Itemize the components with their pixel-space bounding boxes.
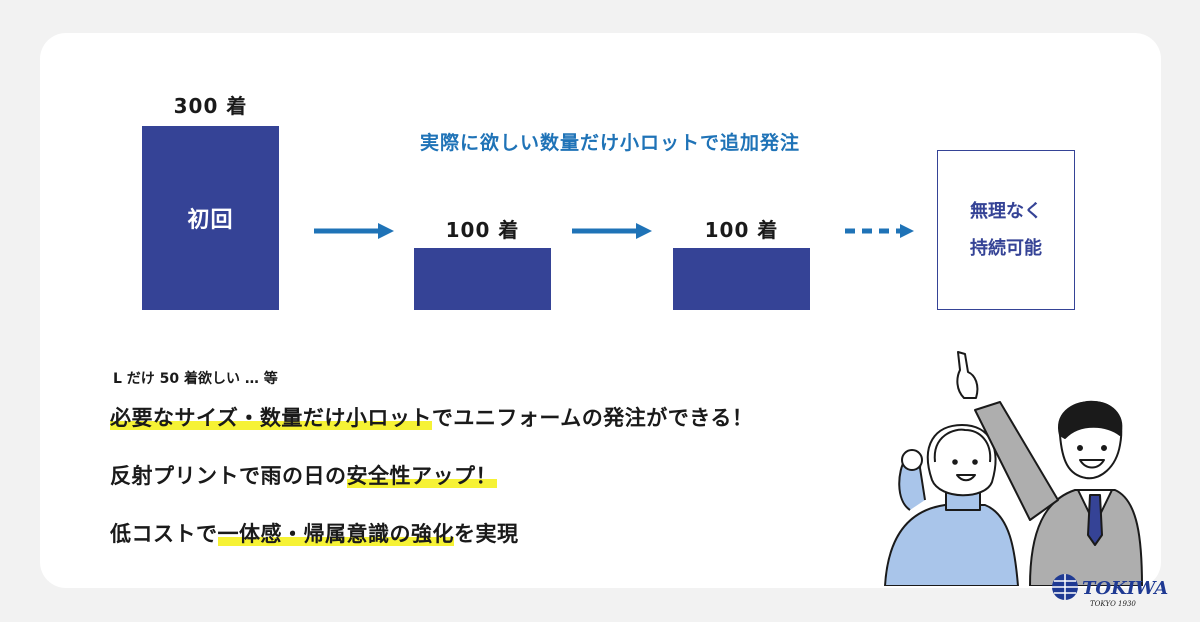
logo-name: TOKIWA xyxy=(1082,578,1168,599)
people-illustration xyxy=(884,351,1143,586)
example-note: L だけ 50 着欲しい … 等 xyxy=(113,371,278,387)
benefit-line-2: 反射プリントで雨の日の安全性アップ！ xyxy=(110,460,497,490)
tokiwa-logo: TOKIWA TOKYO 1930 xyxy=(1052,574,1168,608)
man-figure-icon xyxy=(956,351,1143,586)
dashed-arrow-right-icon xyxy=(845,224,914,238)
benefit-line-3: 低コストで一体感・帰属意識の強化を実現 xyxy=(110,518,519,548)
reorder-1-block xyxy=(414,248,551,310)
reorder-2-block xyxy=(673,248,810,310)
benefit-1-post: でユニフォームの発注ができる！ xyxy=(431,406,754,430)
result-line-1: 無理なく xyxy=(970,201,1042,222)
woman-figure-icon xyxy=(884,424,1019,586)
benefit-3-pre: 低コストで xyxy=(110,522,218,546)
benefit-2-pre: 反射プリントで雨の日の xyxy=(110,464,347,488)
arrow-right-icon xyxy=(572,223,652,239)
first-order-block: 初回 xyxy=(142,126,279,310)
reorder-2-qty: 100 着 xyxy=(704,218,779,242)
benefit-1-highlight: 必要なサイズ・数量だけ小ロット xyxy=(110,406,432,430)
result-box: 無理なく 持続可能 xyxy=(937,150,1075,310)
diagram-caption: 実際に欲しい数量だけ小ロットで追加発注 xyxy=(419,132,800,154)
benefit-3-highlight: 一体感・帰属意識の強化 xyxy=(217,522,454,546)
benefit-line-1: 必要なサイズ・数量だけ小ロットでユニフォームの発注ができる！ xyxy=(110,402,753,432)
arrow-right-icon xyxy=(314,223,394,239)
first-order-qty: 300 着 xyxy=(173,94,248,118)
benefit-2-highlight: 安全性アップ！ xyxy=(346,464,497,488)
reorder-1-qty: 100 着 xyxy=(445,218,520,242)
benefit-3-post: を実現 xyxy=(454,522,519,546)
first-order-label: 初回 xyxy=(187,208,234,233)
globe-icon xyxy=(1052,574,1078,600)
result-line-2: 持続可能 xyxy=(970,238,1042,259)
logo-sub: TOKYO 1930 xyxy=(1090,600,1136,608)
